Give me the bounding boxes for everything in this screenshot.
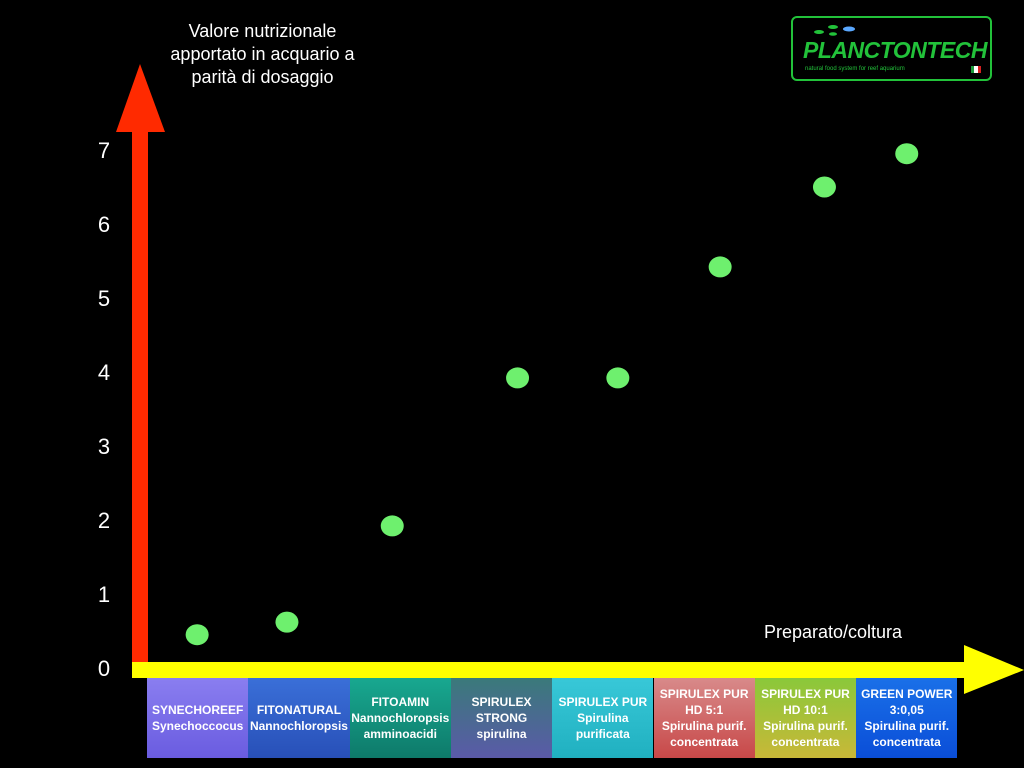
data-point xyxy=(275,611,299,633)
y-tick-label: 0 xyxy=(98,656,110,681)
x-axis-line xyxy=(132,662,970,678)
logo-name: PLANCTONTECH xyxy=(803,37,987,63)
data-point xyxy=(506,367,530,389)
category-subtitle: Spirulina purif. concentrata xyxy=(763,719,848,749)
category-label: FITOAMIN Nannochloropsis amminoacidi xyxy=(349,678,451,758)
category-label: SPIRULEX STRONG spirulina xyxy=(450,678,553,758)
x-axis-label: Preparato/coltura xyxy=(763,622,903,642)
category-subtitle: Nannochloropsis amminoacidi xyxy=(351,711,450,741)
category-subtitle: Synechoccocus xyxy=(151,719,244,733)
category-label: SYNECHOREEF Synechoccocus xyxy=(147,678,249,758)
category-title: FITONATURAL xyxy=(256,703,342,717)
y-tick-label: 2 xyxy=(98,508,110,533)
y-tick-label: 7 xyxy=(98,138,110,163)
category-subtitle: Spirulina purif. concentrata xyxy=(864,719,950,749)
category-label: SPIRULEX PUR Spirulina purificata xyxy=(552,678,654,758)
x-axis-arrow xyxy=(964,645,1024,694)
category-title: FITOAMIN xyxy=(371,695,430,709)
data-point xyxy=(185,624,209,646)
y-tick-label: 1 xyxy=(98,582,110,607)
category-label: FITONATURAL Nannochloropsis xyxy=(248,678,350,758)
y-tick-label: 4 xyxy=(98,360,110,385)
category-title: SPIRULEX STRONG xyxy=(471,695,532,725)
data-point xyxy=(380,515,404,537)
y-tick-label: 6 xyxy=(98,212,110,237)
data-point xyxy=(708,256,732,278)
category-subtitle: Spirulina purif. concentrata xyxy=(661,719,747,749)
category-title: SPIRULEX PUR HD 5:1 xyxy=(659,687,749,717)
planctontech-logo: PLANCTONTECH natural food system for ree… xyxy=(791,16,992,81)
category-subtitle: Spirulina purificata xyxy=(575,711,630,741)
logo-tagline: natural food system for reef aquarium xyxy=(805,66,905,72)
y-tick-label: 5 xyxy=(98,286,110,311)
category-title: SPIRULEX PUR xyxy=(558,695,648,709)
category-title: SYNECHOREEF xyxy=(151,703,244,717)
category-subtitle: spirulina xyxy=(476,727,527,741)
category-subtitle: Nannochloropsis xyxy=(249,719,348,733)
y-tick-label: 3 xyxy=(98,434,110,459)
category-title: SPIRULEX PUR HD 10:1 xyxy=(761,687,850,717)
y-axis-arrow xyxy=(116,64,165,132)
data-point xyxy=(812,176,836,198)
y-axis-line xyxy=(132,128,148,673)
category-title: GREEN POWER 3:0,05 xyxy=(861,687,953,717)
italian-flag-icon xyxy=(971,66,981,73)
data-point xyxy=(895,143,919,165)
logo-dots-icon xyxy=(814,25,855,36)
y-axis-label: Valore nutrizionale apportato in acquari… xyxy=(170,21,355,87)
data-point xyxy=(606,367,630,389)
